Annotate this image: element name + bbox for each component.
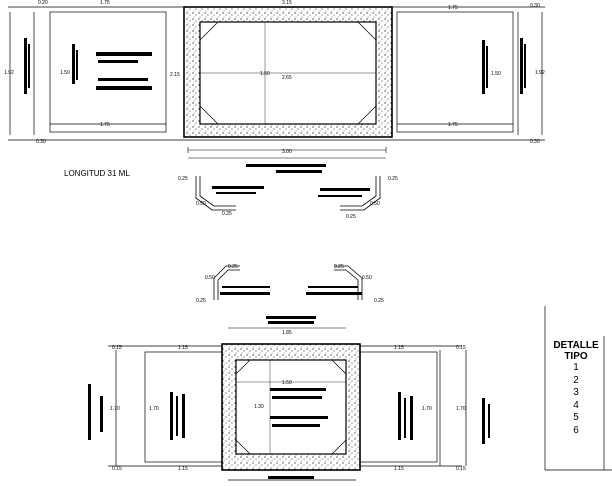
bottom-plan: [108, 343, 467, 481]
haunch-bottom-right-dims: 0.25 0.50 0.25: [334, 264, 384, 304]
svg-text:0.50: 0.50: [370, 201, 380, 207]
svg-text:0.50: 0.50: [196, 201, 206, 207]
haunch-top-left-bars: [212, 186, 264, 194]
haunch-bottom-right: [334, 265, 363, 300]
svg-text:0.25: 0.25: [222, 211, 232, 217]
detail-row: 5: [573, 412, 579, 423]
bottom-dimension-labels: 0.15 1.15 1.15 0.15 1.70 1.70 1.50 1.30 …: [110, 345, 466, 472]
dim-bottom-right-a: 1.75: [448, 122, 458, 128]
svg-text:0.25: 0.25: [374, 298, 384, 304]
svg-text:0.15: 0.15: [456, 345, 466, 351]
svg-text:1.30: 1.30: [254, 404, 264, 410]
dim-top-left-a: 0.20: [38, 0, 48, 6]
dim-left-height: 1.92: [4, 70, 14, 76]
dim-left-side-height: 2.15: [170, 72, 180, 78]
detail-title-line2: TIPO: [564, 351, 588, 362]
dim-top-left-b: 1.75: [100, 0, 110, 6]
haunch-top-left-dims: 0.25 0.50 0.25: [178, 176, 232, 217]
detail-table: DETALLE TIPO 1 2 3 4 5 6: [548, 340, 604, 437]
svg-text:1.15: 1.15: [178, 345, 188, 351]
svg-text:1.70: 1.70: [456, 406, 466, 412]
haunch-top-right-bars: [318, 188, 370, 197]
svg-text:1.15: 1.15: [394, 345, 404, 351]
svg-text:1.70: 1.70: [110, 406, 120, 412]
top-left-wing: [49, 11, 167, 133]
haunch-bottom-left-dims: 0.25 0.50 0.25: [196, 264, 238, 304]
svg-text:0.15: 0.15: [456, 466, 466, 472]
svg-text:1.15: 1.15: [394, 466, 404, 472]
svg-text:0.25: 0.25: [196, 298, 206, 304]
svg-text:0.15: 0.15: [112, 466, 122, 472]
haunch-bottom-left-bars: [220, 286, 270, 295]
haunch-bottom-right-bars: [306, 286, 362, 295]
detail-row: 2: [573, 374, 579, 386]
haunch-top-right: [340, 176, 381, 211]
dim-inner-width-center: 2.65: [282, 75, 292, 81]
top-plan: [8, 6, 545, 141]
detail-row: 1: [573, 362, 579, 373]
svg-text:0.25: 0.25: [388, 176, 398, 182]
svg-text:0.25: 0.25: [228, 264, 238, 270]
haunch-top-left: [195, 176, 236, 211]
dim-right-height: 1.92: [535, 70, 545, 76]
haunch-top-right-dims: 0.25 0.50 0.25: [346, 176, 398, 220]
detail-row: 4: [573, 399, 579, 411]
bottom-box-inner: [235, 359, 347, 455]
dim-top-right-a: 1.75: [448, 5, 458, 11]
dim-bottom-center: 3.00: [282, 149, 292, 155]
detail-title-line1: DETALLE: [553, 340, 599, 351]
svg-text:0.25: 0.25: [346, 214, 356, 220]
dim-top-center: 3.15: [282, 0, 292, 6]
haunch-bottom-center: 1.85: [228, 316, 346, 336]
detail-row: 3: [573, 387, 579, 398]
detail-row: 6: [573, 424, 579, 436]
dim-bottom-left-a: 0.30: [36, 139, 46, 145]
svg-text:1.50: 1.50: [282, 380, 292, 386]
svg-text:1.70: 1.70: [422, 406, 432, 412]
svg-text:0.50: 0.50: [362, 275, 372, 281]
detail-table-frame: [544, 306, 612, 471]
dim-top-right-b: 0.30: [530, 3, 540, 9]
svg-text:1.15: 1.15: [178, 466, 188, 472]
svg-text:1.70: 1.70: [149, 406, 159, 412]
dim-inner-height-center: 1.50: [260, 71, 270, 77]
top-rebar-marks: [24, 38, 526, 94]
top-right-wing: [396, 11, 514, 133]
haunch-bottom-left: [213, 265, 240, 300]
longitud-label: LONGITUD 31 ML: [64, 169, 130, 178]
svg-text:0.25: 0.25: [178, 176, 188, 182]
dim-bottom-right-b: 0.30: [530, 139, 540, 145]
dim-bottom-center: 1.85: [282, 330, 292, 336]
top-bottom-bars: [246, 164, 326, 173]
dim-right-inner-height: 1.50: [491, 71, 501, 77]
svg-text:0.25: 0.25: [334, 264, 344, 270]
bottom-rebar-marks: [88, 384, 490, 479]
dim-left-inner-height: 1.50: [60, 70, 70, 76]
dim-bottom-left-b: 1.75: [100, 122, 110, 128]
svg-text:0.50: 0.50: [205, 275, 215, 281]
top-dimension-labels: 0.20 1.75 3.15 1.75 0.30 1.92 1.50 2.15 …: [4, 0, 545, 155]
svg-text:0.15: 0.15: [112, 345, 122, 351]
top-bottom-dim-line: [187, 147, 387, 159]
